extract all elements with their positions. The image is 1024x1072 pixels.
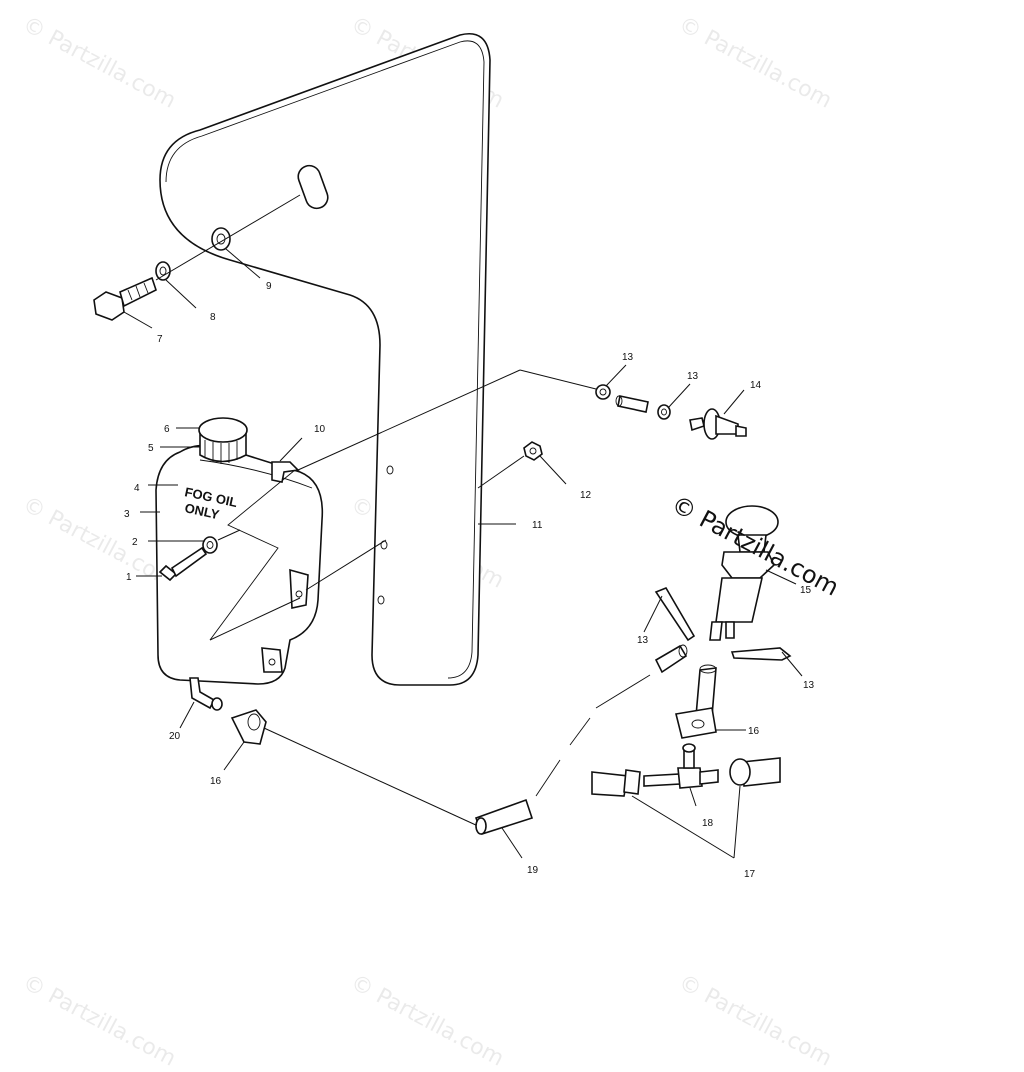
screw-1 [158,546,208,582]
line-13-right [730,647,792,661]
clamp-13-upper [595,384,611,400]
callout-19: 19 [527,865,539,876]
nut-12 [477,441,543,489]
leader-lines [123,248,803,859]
callout-7: 7 [157,334,163,345]
fitting-20 [189,677,223,711]
callout-13-mid-left: 13 [637,635,649,646]
oil-tank: FOG OIL ONLY [155,417,324,685]
callout-16-left: 16 [210,776,222,787]
callout-8: 8 [210,312,216,323]
callout-numbers: 7 8 9 6 5 4 3 2 1 10 11 12 13 13 14 15 1… [124,281,815,880]
callout-14: 14 [750,380,762,391]
callout-13-top-left: 13 [622,352,634,363]
hose-19 [263,674,651,835]
washer-2 [202,536,218,554]
fuel-lines-17 [591,757,781,797]
hose-pump [654,644,688,674]
mounting-plate [159,33,491,686]
callout-11: 11 [532,520,543,531]
washer-8 [155,261,171,281]
line-13-left [654,587,696,642]
callout-10: 10 [314,424,326,435]
callout-1: 1 [126,572,132,583]
callout-5: 5 [148,443,154,454]
grommet-9 [211,227,231,251]
tee-fitting-18 [643,743,719,789]
callout-20: 20 [169,731,181,742]
elbow-fitting-10 [271,369,601,483]
clip-16-left [230,709,267,745]
callout-9: 9 [266,281,272,292]
clip-16-right [675,707,717,739]
check-valve-14 [689,408,747,440]
parts-diagram: FOG OIL ONLY [93,33,815,880]
callout-3: 3 [124,509,130,520]
callout-4: 4 [134,483,140,494]
callout-16-right: 16 [748,726,760,737]
hose-segment [615,395,649,413]
tank-label-line-2: ONLY [183,500,221,522]
callout-15: 15 [800,585,812,596]
callout-13-mid-right: 13 [803,680,815,691]
clamp-13-upper-right [657,404,671,420]
callout-18: 18 [702,818,714,829]
callout-6: 6 [164,424,170,435]
callout-17: 17 [744,869,756,880]
oil-pump-15 [709,505,779,641]
callout-2: 2 [132,537,138,548]
callout-12: 12 [580,490,592,501]
callout-13-top-right: 13 [687,371,699,382]
bolt-7 [93,276,157,321]
